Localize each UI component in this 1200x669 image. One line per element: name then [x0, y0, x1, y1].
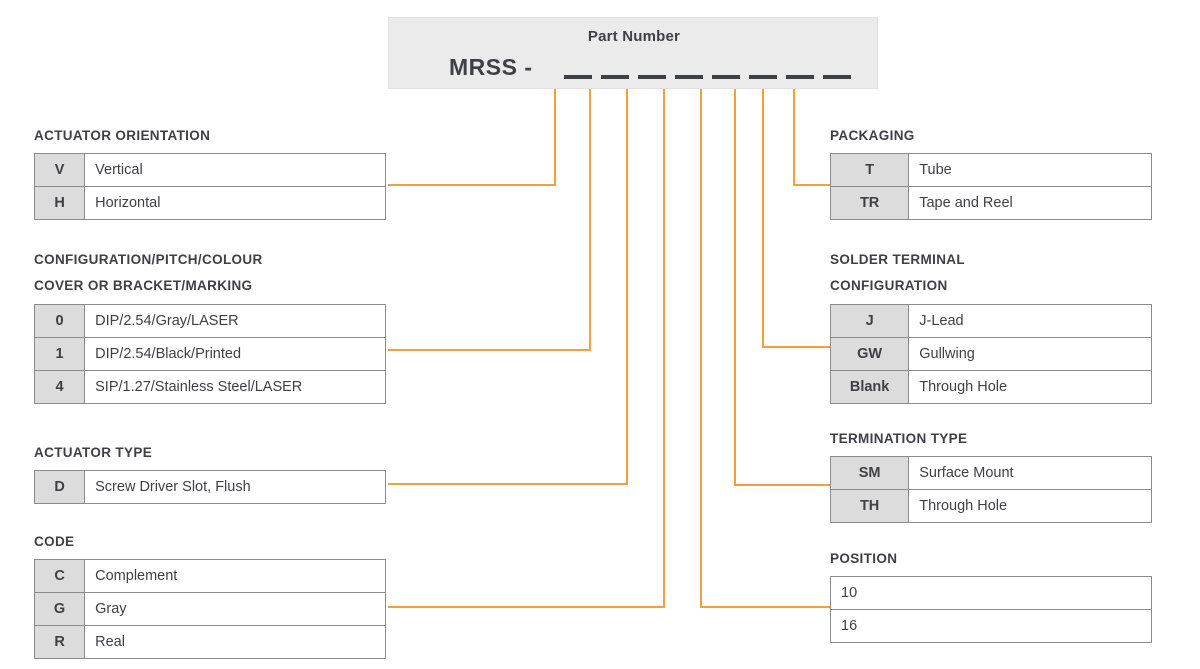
group-title: CODE [34, 534, 75, 549]
option-code: D [33, 470, 86, 505]
option-description: J-Lead [908, 303, 1152, 338]
option-code: GW [829, 336, 910, 371]
part-number-blank [638, 75, 666, 79]
option-description: Tube [908, 153, 1152, 188]
group-title: CONFIGURATION/PITCH/COLOUR COVER OR BRAC… [34, 252, 263, 294]
option-code: T [829, 153, 910, 188]
part-number-blank [786, 75, 814, 79]
option-description: Horizontal [84, 186, 386, 221]
option-description: Through Hole [908, 369, 1152, 404]
connector-position [700, 89, 830, 608]
option-code: H [33, 186, 86, 221]
option-description: Real [84, 625, 386, 660]
connector-solder-terminal [762, 89, 830, 348]
group-title: ACTUATOR TYPE [34, 445, 153, 460]
option-code: TR [829, 186, 910, 221]
option-description: Through Hole [908, 489, 1152, 524]
option-description: Screw Driver Slot, Flush [84, 470, 386, 505]
option-description: 16 [830, 609, 1152, 644]
option-code: R [33, 625, 86, 660]
part-number-blank [675, 75, 703, 79]
part-number-title: Part Number [587, 28, 681, 45]
option-description: DIP/2.54/Black/Printed [84, 336, 386, 371]
option-code: TH [829, 489, 910, 524]
part-number-blank [564, 75, 592, 79]
part-number-blank [823, 75, 851, 79]
group-configuration: CONFIGURATION/PITCH/COLOUR COVER OR BRAC… [33, 247, 386, 404]
part-number-prefix: MRSS - [449, 54, 533, 80]
option-code: 4 [33, 369, 86, 404]
option-description: Complement [84, 559, 386, 594]
option-code: 0 [33, 303, 86, 338]
connector-termination-type [734, 89, 830, 486]
option-description: Tape and Reel [908, 186, 1152, 221]
part-number-blanks [564, 54, 864, 84]
part-number-box: Part Number MRSS - [388, 17, 878, 89]
option-code: J [829, 303, 910, 338]
group-title: POSITION [830, 551, 898, 566]
option-description: Surface Mount [908, 456, 1152, 491]
connector-actuator-type [388, 89, 628, 485]
table-row: 10 [830, 576, 1152, 611]
option-description: Gullwing [908, 336, 1152, 371]
option-code: Blank [829, 369, 910, 404]
group-title: SOLDER TERMINAL CONFIGURATION [830, 252, 965, 294]
option-code: V [33, 153, 86, 188]
option-description: Vertical [84, 153, 386, 188]
option-code: SM [829, 456, 910, 491]
table-row: 16 [830, 609, 1152, 644]
part-number-blank [601, 75, 629, 79]
group-title: TERMINATION TYPE [830, 431, 968, 446]
option-code: G [33, 592, 86, 627]
connector-configuration [388, 89, 591, 351]
option-description: Gray [84, 592, 386, 627]
connector-code [388, 89, 665, 608]
option-code: 1 [33, 336, 86, 371]
group-title: PACKAGING [830, 128, 915, 143]
group-title: ACTUATOR ORIENTATION [34, 128, 211, 143]
option-description: SIP/1.27/Stainless Steel/LASER [84, 369, 386, 404]
option-description: DIP/2.54/Gray/LASER [84, 303, 386, 338]
connector-packaging [793, 89, 830, 186]
option-code: C [33, 559, 86, 594]
part-number-blank [749, 75, 777, 79]
connector-actuator-orientation [388, 89, 556, 186]
option-description: 10 [830, 576, 1152, 611]
part-number-blank [712, 75, 740, 79]
